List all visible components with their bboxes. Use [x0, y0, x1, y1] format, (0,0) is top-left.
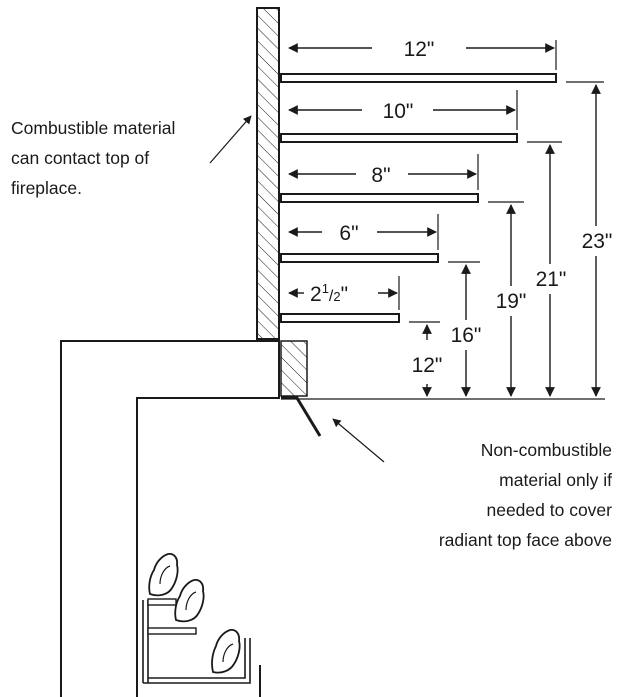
height-dim-19: 19": [488, 201, 534, 397]
shelf-8in: [280, 193, 479, 203]
combustible-note: Combustible material can contact top of …: [11, 115, 252, 198]
noncombustible-note-line-3: needed to cover: [486, 500, 612, 520]
noncombustible-note-line-2: material only if: [499, 470, 612, 490]
combustible-note-line-2: can contact top of: [11, 148, 149, 168]
grate-bar-upper: [147, 598, 177, 606]
height-dim-16: 16": [444, 261, 488, 397]
noncombustible-note: Non-combustible material only if needed …: [332, 418, 612, 550]
grate-frame: [142, 600, 251, 684]
log-middle: [174, 578, 205, 623]
combustible-leader-arrow: [209, 115, 252, 164]
height-label-23: 23": [582, 230, 613, 253]
height-label-21: 21": [536, 268, 567, 291]
combustible-note-line-1: Combustible material: [11, 118, 175, 138]
log-top: [148, 552, 179, 597]
height-label-12: 12": [412, 354, 443, 377]
grate-bar-lower: [147, 627, 197, 635]
shelf-2-5in: [280, 313, 400, 323]
height-dim-21: 21": [527, 141, 573, 397]
shelf-6in: [280, 253, 439, 263]
height-dim-12: 12": [409, 321, 443, 397]
shelf-depth-6: 6": [288, 214, 439, 250]
depth-label-12: 12": [404, 38, 435, 61]
shelf-12in: [280, 73, 557, 83]
combustible-note-line-3: fireplace.: [11, 178, 82, 198]
shelf-depth-8: 8": [288, 154, 479, 190]
log-bottom-grain: [222, 643, 234, 663]
depth-denominator: 2: [333, 289, 340, 304]
depth-label-8: 8": [371, 164, 390, 187]
depth-label-2-5: 21/2": [310, 281, 348, 306]
noncombustible-note-line-1: Non-combustible: [481, 440, 612, 460]
depth-unit: ": [341, 283, 348, 306]
radiant-deflector: [281, 396, 322, 437]
height-label-16: 16": [451, 324, 482, 347]
combustible-wall: [256, 7, 280, 340]
noncombustible-block: [280, 340, 308, 397]
log-grate: [142, 552, 251, 684]
fireplace-outline: [60, 340, 280, 697]
shelf-depth-10: 10": [288, 90, 518, 130]
log-top-grain: [159, 565, 171, 585]
shelf-depth-2-5: 21/2": [288, 276, 400, 310]
height-label-19: 19": [496, 290, 527, 313]
shelf-10in: [280, 133, 518, 143]
depth-numerator: 1: [322, 281, 329, 296]
depth-label-6: 6": [339, 222, 358, 245]
height-dim-23: 23": [566, 81, 619, 397]
depth-whole: 2: [310, 283, 322, 306]
shelf-depth-12: 12": [288, 38, 557, 70]
depth-slash: /: [329, 288, 334, 305]
depth-label-10: 10": [383, 100, 414, 123]
log-middle-grain: [185, 591, 197, 611]
noncombustible-note-line-4: radiant top face above: [439, 530, 612, 550]
noncombustible-leader-arrow: [332, 418, 385, 463]
